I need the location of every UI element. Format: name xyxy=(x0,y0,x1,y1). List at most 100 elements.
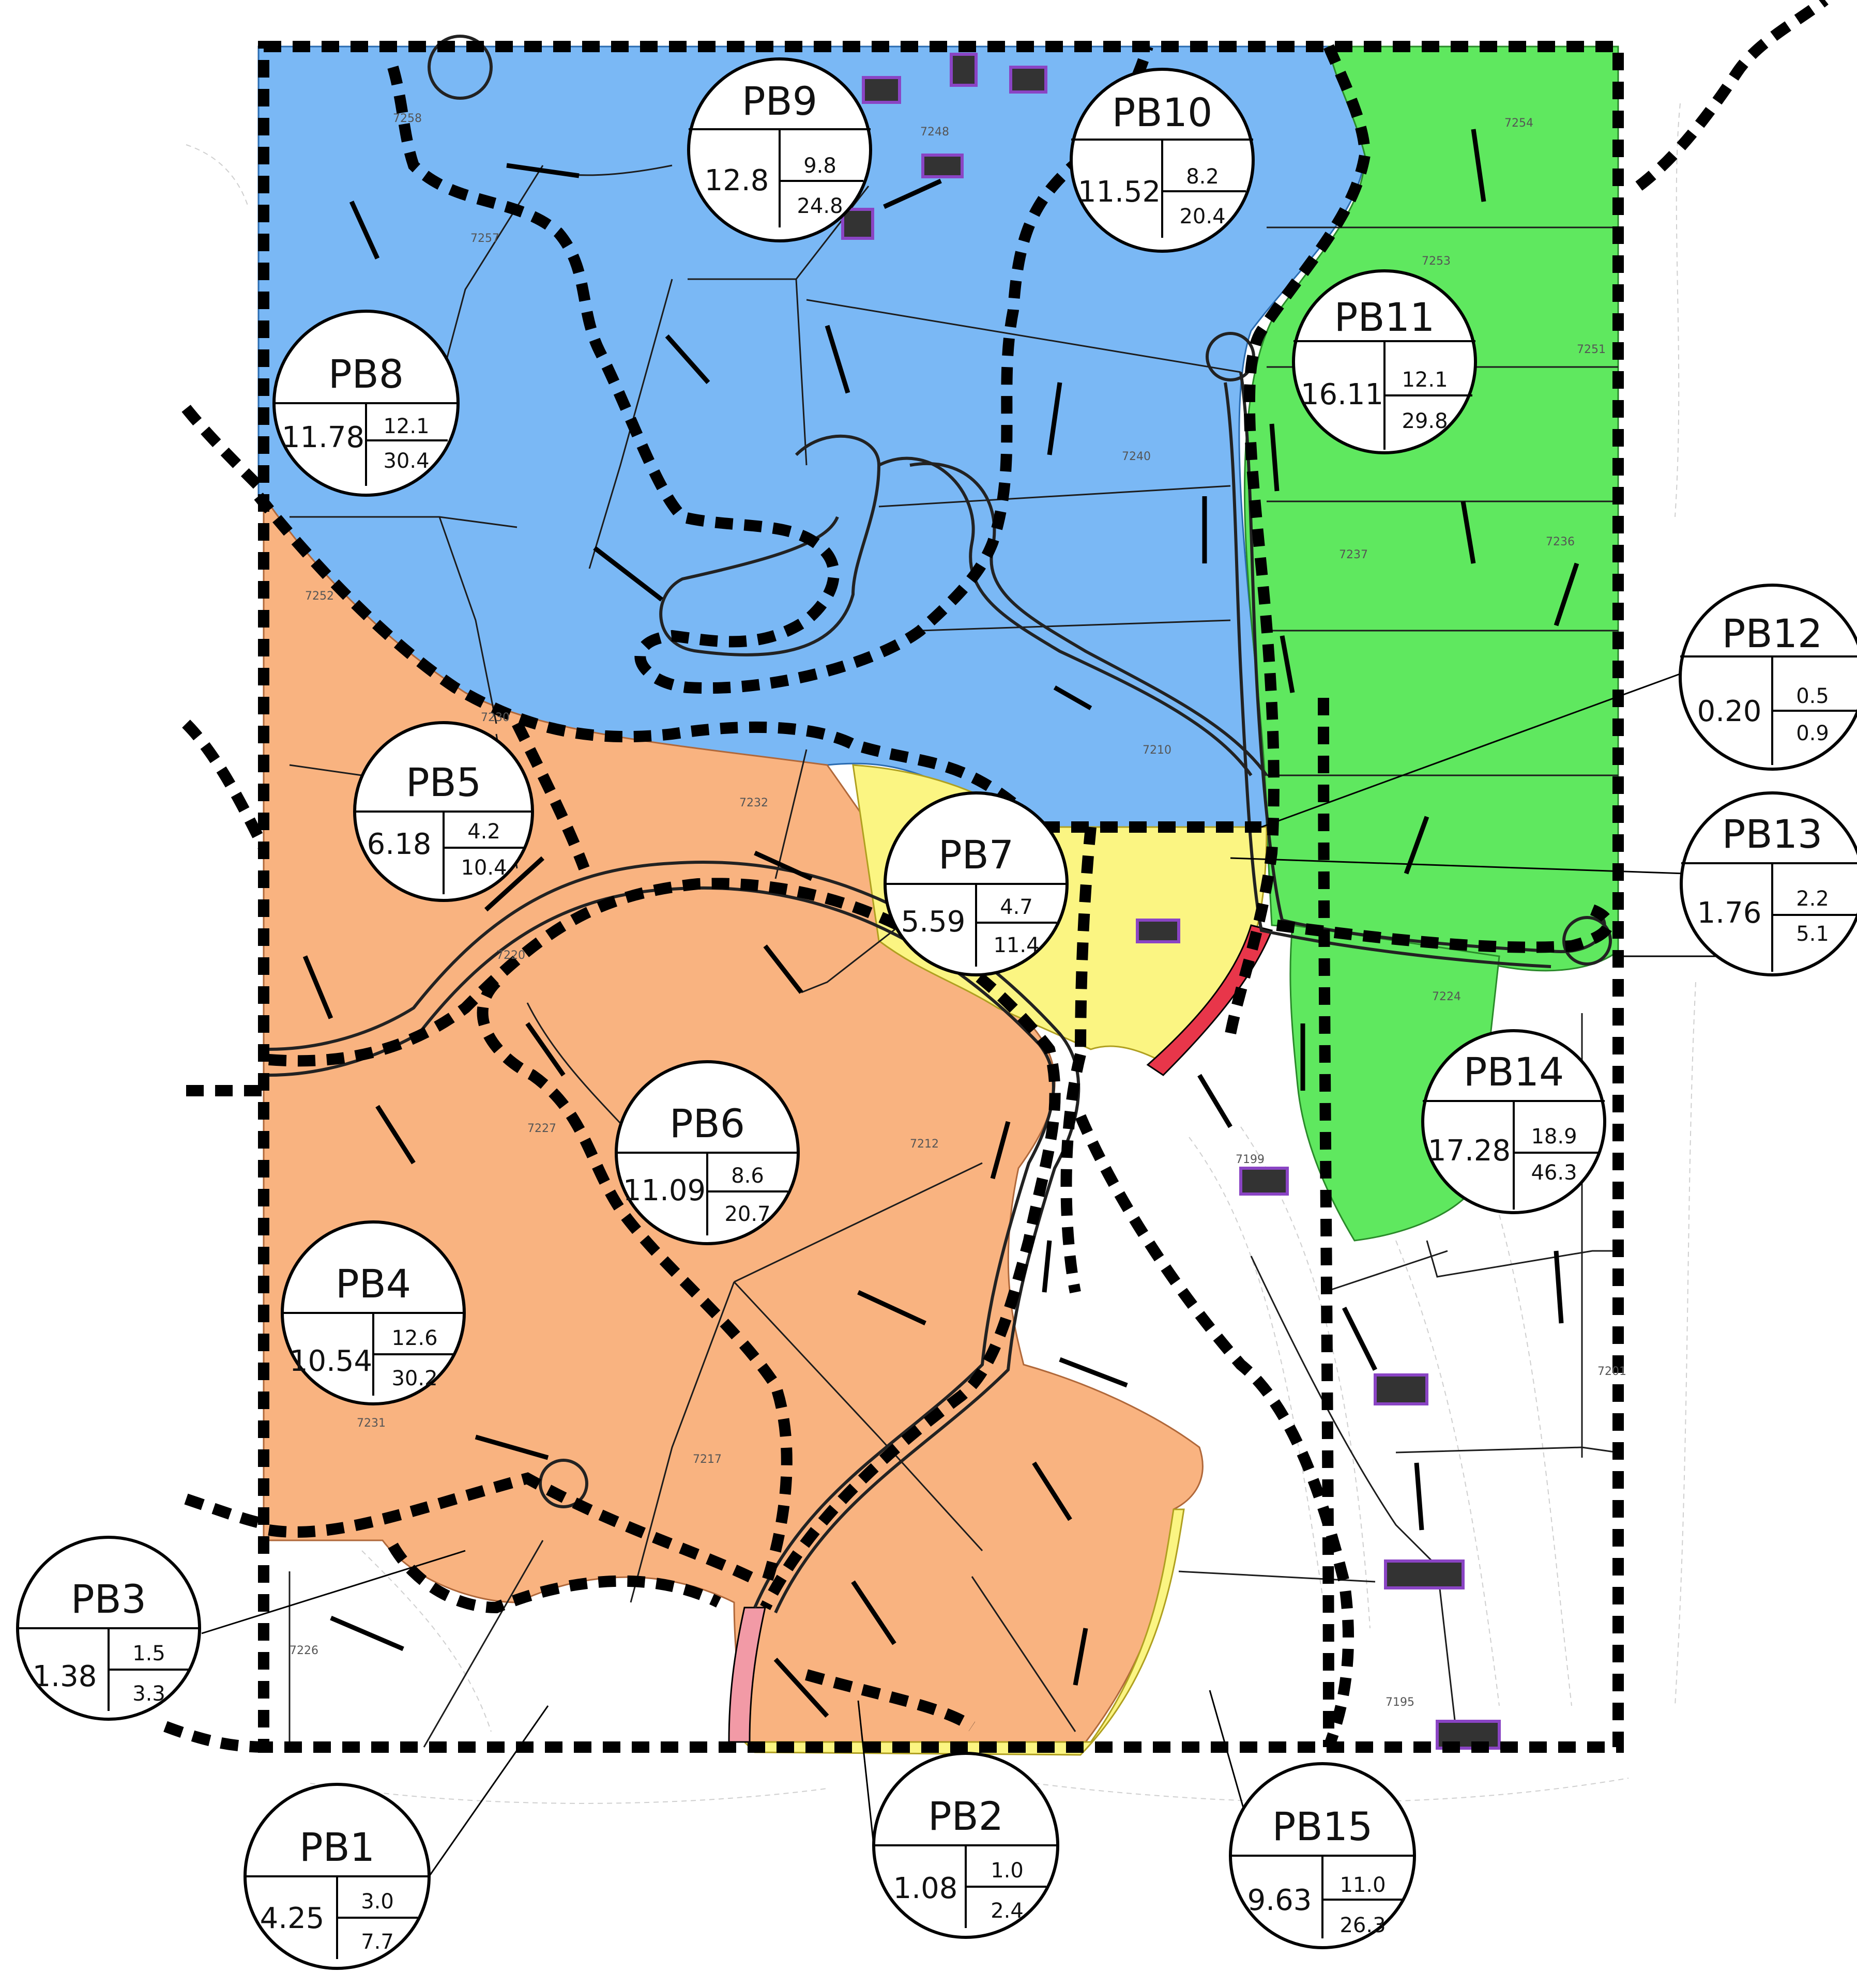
basin-label-pb10: PB10 11.52 8.2 20.4 xyxy=(1070,68,1255,253)
pond-3 xyxy=(1009,66,1047,94)
contour-label: 7195 xyxy=(1386,1696,1414,1709)
basin-label-pb13: PB13 1.76 2.2 5.1 xyxy=(1680,791,1857,976)
basin-area: 6.18 xyxy=(367,828,432,861)
contour-label: 7210 xyxy=(1143,744,1171,757)
basin-name: PB10 xyxy=(1112,89,1213,135)
basin-flow-top: 12.1 xyxy=(1402,368,1448,392)
basin-flow-top: 1.5 xyxy=(132,1642,165,1665)
contour-label: 7252 xyxy=(305,590,334,603)
contour-label: 7212 xyxy=(910,1138,939,1151)
basin-flow-top: 18.9 xyxy=(1531,1125,1577,1149)
basin-flow-top: 11.0 xyxy=(1340,1873,1386,1897)
basin-flow-bottom: 20.4 xyxy=(1179,205,1225,228)
basin-name: PB1 xyxy=(299,1824,375,1870)
basin-flow-top: 0.5 xyxy=(1796,684,1829,708)
basin-label-pb11: PB11 16.11 12.1 29.8 xyxy=(1292,269,1477,454)
basin-label-pb5: PB5 6.18 4.2 10.4 xyxy=(353,721,534,902)
basin-label-pb2: PB2 1.08 1.0 2.4 xyxy=(872,1752,1059,1939)
basin-flow-bottom: 46.3 xyxy=(1531,1161,1577,1185)
basin-area: 1.76 xyxy=(1697,896,1762,930)
pond-9 xyxy=(1384,1559,1465,1589)
basin-area: 12.8 xyxy=(705,164,769,197)
basin-flow-bottom: 0.9 xyxy=(1796,722,1829,745)
basin-label-pb8: PB8 11.78 12.1 30.4 xyxy=(272,310,460,497)
basin-flow-top: 8.2 xyxy=(1186,165,1219,189)
basin-area: 16.11 xyxy=(1301,378,1383,411)
basin-flow-top: 8.6 xyxy=(731,1164,764,1188)
basin-area: 1.38 xyxy=(33,1660,97,1693)
basin-flow-top: 12.6 xyxy=(391,1326,437,1350)
basin-flow-top: 12.1 xyxy=(383,415,429,438)
contour-label: 7240 xyxy=(1122,450,1151,463)
roads xyxy=(268,35,1612,1614)
contour-label: 7236 xyxy=(1546,536,1575,548)
basin-flow-top: 3.0 xyxy=(361,1890,394,1914)
contour-label: 7201 xyxy=(1597,1365,1626,1378)
contour-label: 7220 xyxy=(496,949,525,962)
basin-flow-top: 4.2 xyxy=(467,820,500,844)
basin-name: PB5 xyxy=(406,759,481,805)
basin-flow-bottom: 10.4 xyxy=(461,856,507,880)
basin-area: 10.54 xyxy=(290,1344,372,1378)
contour-label: 7253 xyxy=(1422,255,1451,268)
basin-name: PB8 xyxy=(328,351,404,397)
basin-flow-bottom: 7.7 xyxy=(361,1930,394,1954)
basin-area: 11.52 xyxy=(1078,175,1161,209)
contour-label: 7217 xyxy=(693,1453,722,1466)
basin-area: 9.63 xyxy=(1247,1884,1312,1917)
basin-name: PB14 xyxy=(1464,1049,1564,1095)
basin-name: PB15 xyxy=(1272,1803,1373,1849)
contour-label: 7224 xyxy=(1432,990,1461,1003)
pond-4 xyxy=(921,154,964,178)
basin-name: PB6 xyxy=(669,1100,745,1146)
pond-8 xyxy=(1374,1373,1428,1405)
basin-name: PB9 xyxy=(742,78,817,124)
basin-flow-bottom: 24.8 xyxy=(797,194,843,218)
basin-label-pb6: PB6 11.09 8.6 20.7 xyxy=(615,1060,800,1245)
basin-flow-bottom: 3.3 xyxy=(132,1682,165,1706)
pond-5 xyxy=(841,208,874,240)
basin-name: PB13 xyxy=(1722,811,1823,857)
basin-label-pb3: PB3 1.38 1.5 3.3 xyxy=(16,1536,201,1721)
basin-flow-bottom: 2.4 xyxy=(991,1899,1024,1923)
basin-flow-bottom: 30.4 xyxy=(383,449,429,473)
contour-label: 7254 xyxy=(1504,117,1533,130)
basin-label-pb12: PB12 0.20 0.5 0.9 xyxy=(1679,584,1857,771)
contour-label: 7258 xyxy=(393,112,422,125)
basin-name: PB4 xyxy=(336,1261,411,1307)
basin-name: PB2 xyxy=(928,1793,1003,1839)
contour-label: 7251 xyxy=(1577,343,1606,356)
basin-name: PB7 xyxy=(938,832,1014,878)
basin-area: 17.28 xyxy=(1428,1134,1511,1168)
contour-label: 7199 xyxy=(1236,1153,1265,1166)
basin-label-pb15: PB15 9.63 11.0 26.3 xyxy=(1229,1762,1416,1949)
basin-label-pb4: PB4 10.54 12.6 30.2 xyxy=(281,1220,466,1405)
contour-label: 7230 xyxy=(481,711,510,724)
pond-2 xyxy=(950,53,978,87)
contour-elevation-labels: 7258 7257 7248 7254 7253 7251 7240 7237 … xyxy=(290,112,1626,1709)
basin-label-pb9: PB9 12.8 9.8 24.8 xyxy=(687,57,872,242)
contour-label: 7257 xyxy=(470,232,499,245)
basin-name: PB3 xyxy=(71,1576,146,1622)
basin-fill-yellow-strip xyxy=(742,1508,1185,1756)
detention-ponds xyxy=(841,53,1501,1750)
basin-label-pb14: PB14 17.28 18.9 46.3 xyxy=(1421,1029,1606,1214)
flow-arrows xyxy=(302,129,1579,1718)
basin-flow-bottom: 26.3 xyxy=(1340,1914,1386,1937)
basin-area: 4.25 xyxy=(260,1902,325,1935)
pond-6 xyxy=(1136,919,1180,943)
contour-label: 7227 xyxy=(527,1122,556,1135)
basin-flow-top: 1.0 xyxy=(991,1859,1024,1883)
contour-label: 7237 xyxy=(1339,548,1368,561)
basin-area: 5.59 xyxy=(901,905,966,939)
basin-flow-top: 2.2 xyxy=(1796,887,1829,911)
pond-1 xyxy=(862,76,901,104)
parcel-lines xyxy=(288,164,1619,1748)
contour-label: 7226 xyxy=(290,1644,318,1657)
basin-name: PB11 xyxy=(1334,294,1435,340)
basin-boundaries xyxy=(163,0,1829,1753)
contour-label: 7232 xyxy=(739,797,768,809)
basin-labels: PB1 4.25 3.0 7.7 PB2 1.08 1.0 2.4 PB3 1.… xyxy=(16,57,1857,1970)
basin-name: PB12 xyxy=(1722,610,1823,656)
pond-7 xyxy=(1239,1167,1289,1196)
